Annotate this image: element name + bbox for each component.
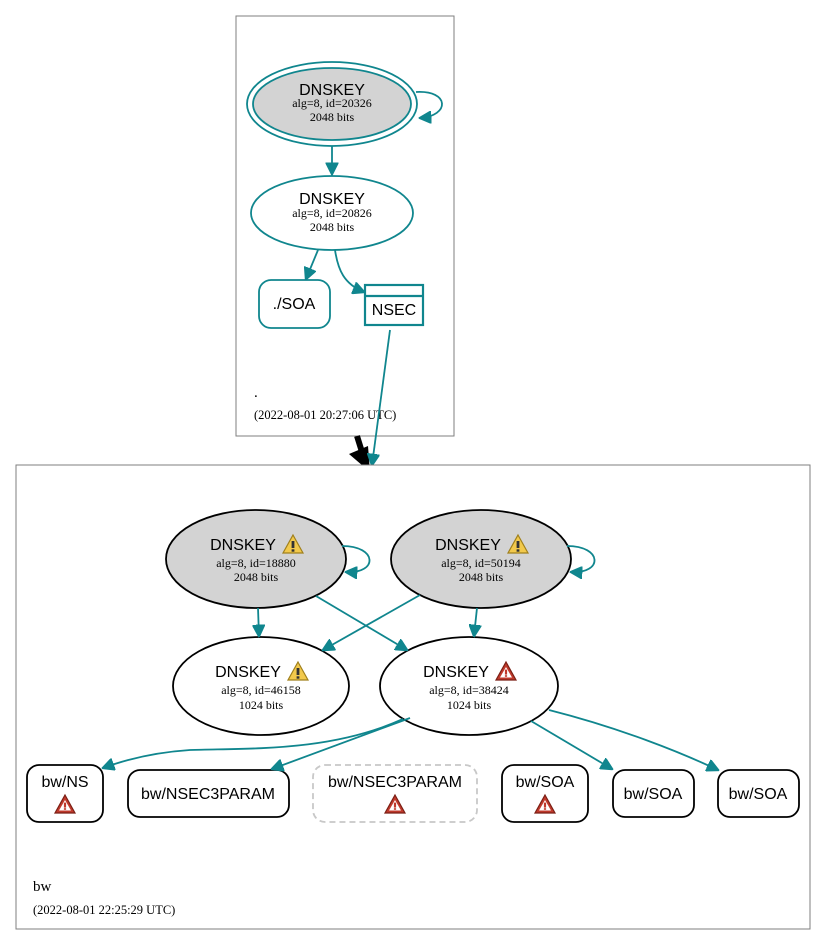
root-zsk-node[interactable]: DNSKEY alg=8, id=20826 2048 bits [250,175,414,251]
bw-zsk-46158-node[interactable]: DNSKEY alg=8, id=46158 1024 bits [172,636,350,736]
root-ksk-self-edge [415,91,443,118]
root-zone: DNSKEY alg=8, id=20326 2048 bits DNSKEY … [235,15,455,437]
bw-nsec3param-label: bw/NSEC3PARAM [141,786,275,803]
root-nsec-node[interactable]: NSEC [363,283,425,327]
bw-nsec3param-missing-node[interactable]: bw/NSEC3PARAM [312,764,478,823]
bw-soa-error-node[interactable]: bw/SOA [501,764,589,823]
bw-ksk-50194-detail: alg=8, id=50194 [441,556,521,570]
bw-zsk-38424-detail: alg=8, id=38424 [429,683,509,697]
bw-ksk-50194-bits: 2048 bits [459,570,504,584]
bw-zone: DNSKEY alg=8, id=18880 2048 bits DNSKEY … [15,464,811,930]
bw-ksk-18880-node[interactable]: DNSKEY alg=8, id=18880 2048 bits [165,509,347,609]
root-zone-name: . [254,385,258,401]
bw-ksk1-to-zsk2-edge [315,595,407,650]
bw-ksk-18880-self-edge [341,545,371,572]
root-zsk-detail: alg=8, id=20826 [292,206,372,220]
bw-nsec3param-missing-label: bw/NSEC3PARAM [328,774,462,791]
root-zone-timestamp: (2022-08-01 20:27:06 UTC) [254,408,396,422]
bw-ksk-18880-title: DNSKEY [210,537,276,554]
bw-zsk2-to-ns-edge [103,718,404,768]
bw-zsk2-to-soa-a-edge [530,720,612,769]
root-zsk-bits: 2048 bits [310,220,355,234]
bw-zsk-46158-bits: 1024 bits [239,698,284,712]
bw-ksk1-to-zsk1-edge [258,607,259,636]
bw-ns-label: bw/NS [41,774,88,791]
root-ksk-detail: alg=8, id=20326 [292,96,372,110]
bw-ksk2-to-zsk1-edge [323,594,421,650]
bw-soa-a-node[interactable]: bw/SOA [612,769,695,818]
root-nsec-label: NSEC [372,302,416,319]
bw-ksk-18880-detail: alg=8, id=18880 [216,556,296,570]
root-zsk-title: DNSKEY [299,191,365,208]
bw-soa-b-label: bw/SOA [729,786,788,803]
bw-zsk2-to-nsec3param-edge [272,717,411,769]
bw-ksk-50194-self-edge [566,545,596,572]
bw-zone-timestamp: (2022-08-01 22:25:29 UTC) [33,903,175,917]
bw-soa-error-label: bw/SOA [516,774,575,791]
bw-nsec3param-node[interactable]: bw/NSEC3PARAM [127,769,290,818]
bw-ksk-50194-title: DNSKEY [435,537,501,554]
bw-ksk-18880-bits: 2048 bits [234,570,279,584]
bw-zsk-38424-title: DNSKEY [423,664,489,681]
root-zsk-to-nsec-edge [334,249,364,292]
bw-zone-name: bw [33,879,52,895]
bw-zsk-38424-node[interactable]: DNSKEY alg=8, id=38424 1024 bits [379,636,559,736]
bw-ksk-50194-node[interactable]: DNSKEY alg=8, id=50194 2048 bits [390,509,572,609]
bw-zsk-38424-bits: 1024 bits [447,698,492,712]
root-ksk-bits: 2048 bits [310,110,355,124]
bw-zsk-46158-detail: alg=8, id=46158 [221,683,301,697]
bw-ns-node[interactable]: bw/NS [26,764,104,823]
bw-ksk2-to-zsk2-edge [474,607,477,636]
bw-zsk2-to-soa-b-edge [548,709,718,770]
root-soa-label: ./SOA [273,296,316,313]
bw-soa-b-node[interactable]: bw/SOA [717,769,800,818]
root-ksk-node[interactable]: DNSKEY alg=8, id=20326 2048 bits [246,61,418,147]
bw-zsk-46158-title: DNSKEY [215,664,281,681]
root-zsk-to-soa-edge [306,249,319,279]
bw-soa-a-label: bw/SOA [624,786,683,803]
root-ksk-title: DNSKEY [299,82,365,99]
nsec-to-bw-edge [372,329,391,465]
root-soa-node[interactable]: ./SOA [258,279,331,329]
